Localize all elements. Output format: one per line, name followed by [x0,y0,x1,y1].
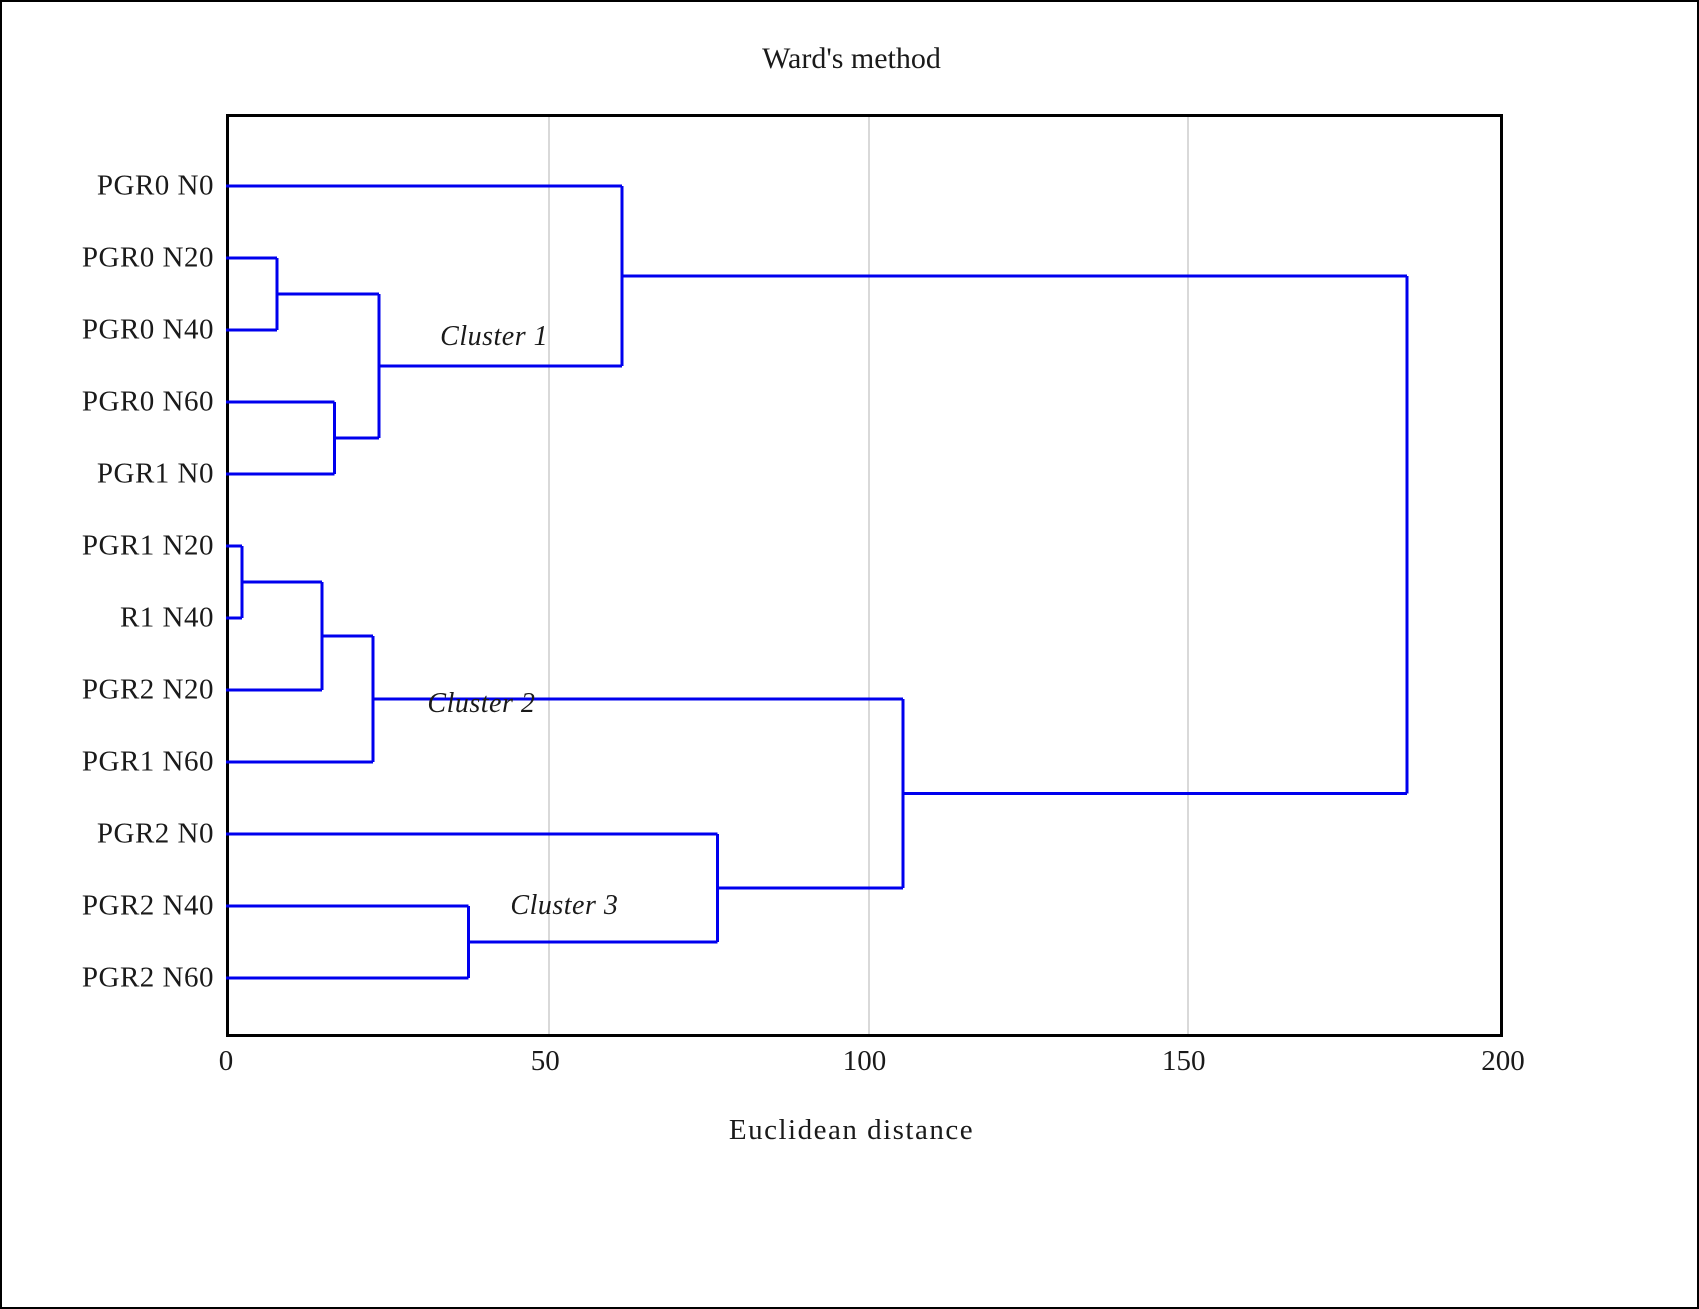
leaf-label: PGR1 N60 [81,745,214,778]
leaf-label: PGR0 N40 [81,313,214,346]
leaf-label: PGR0 N20 [81,241,214,274]
gridline [548,117,551,1034]
x-tick-label: 150 [1162,1045,1206,1077]
plot-frame [226,114,1503,1037]
gridline [1186,117,1189,1034]
leaf-label: PGR2 N60 [81,961,214,994]
x-tick-label: 200 [1481,1045,1525,1077]
cluster-annotation: Cluster 3 [510,890,619,921]
x-tick-label: 0 [218,1045,234,1077]
leaf-label: PGR0 N60 [81,385,214,418]
leaf-label: R1 N40 [119,601,214,634]
x-tick-label: 50 [530,1045,560,1077]
leaf-label: PGR1 N0 [96,457,214,490]
chart-title: Ward's method [762,42,941,75]
leaf-label: PGR0 N0 [96,169,214,202]
cluster-annotation: Cluster 1 [440,321,549,353]
gridline [867,117,870,1034]
x-axis-ticks: 0 50 100 150 200 [219,1045,1525,1089]
leaf-label: PGR2 N0 [96,817,214,850]
x-tick-label: 100 [842,1045,887,1077]
dendrogram-tree [226,184,1409,980]
x-axis-title: Euclidean distance [728,1114,975,1146]
leaf-label: PGR2 N20 [81,673,214,706]
leaf-label: PGR1 N20 [81,529,214,562]
cluster-annotation: Cluster 2 [427,688,536,720]
leaf-label: PGR2 N40 [81,889,214,922]
